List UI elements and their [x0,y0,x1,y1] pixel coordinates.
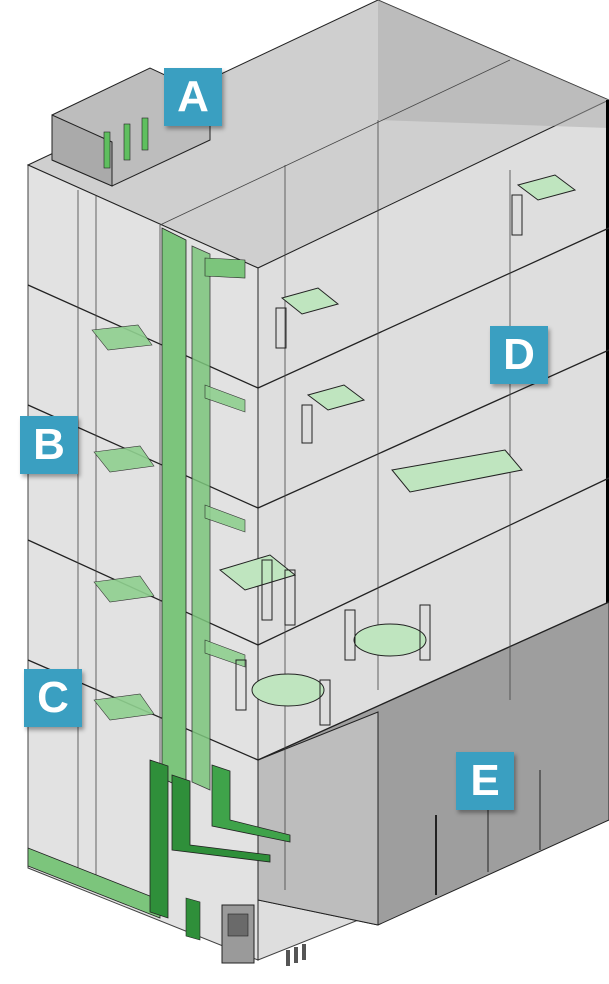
callout-label-d: D [490,326,548,384]
callout-label-a: A [164,68,222,126]
left-facade [28,165,258,960]
upper-right-wall [378,0,609,128]
callout-label-c: C [24,669,82,727]
callout-label-b: B [20,416,78,474]
callout-label-e: E [456,752,514,810]
